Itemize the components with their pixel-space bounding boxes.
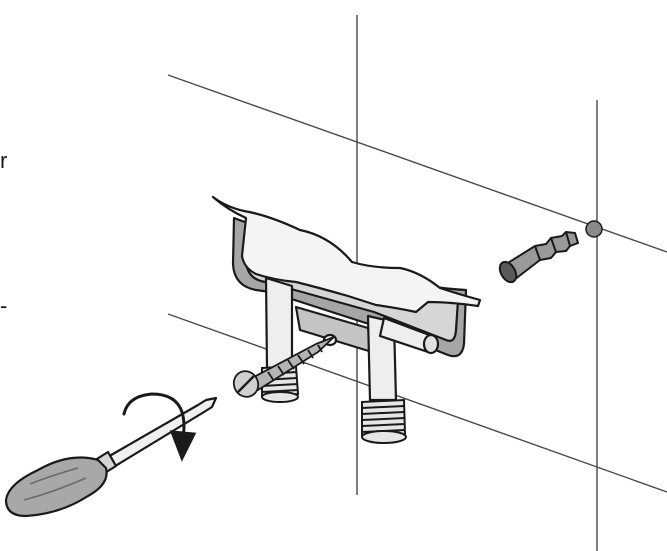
screwdriver — [4, 396, 218, 518]
drill-mark — [585, 220, 603, 238]
wall-plug — [498, 231, 579, 284]
rotation-arrow — [122, 392, 197, 462]
cropped-text-fragment-2: - — [0, 293, 8, 318]
cropped-text-fragment-1: r — [0, 148, 8, 173]
mounting-bracket — [211, 195, 482, 358]
wood-screw — [232, 336, 335, 398]
wall-grid-lines — [167, 15, 667, 551]
support-post — [264, 276, 440, 402]
